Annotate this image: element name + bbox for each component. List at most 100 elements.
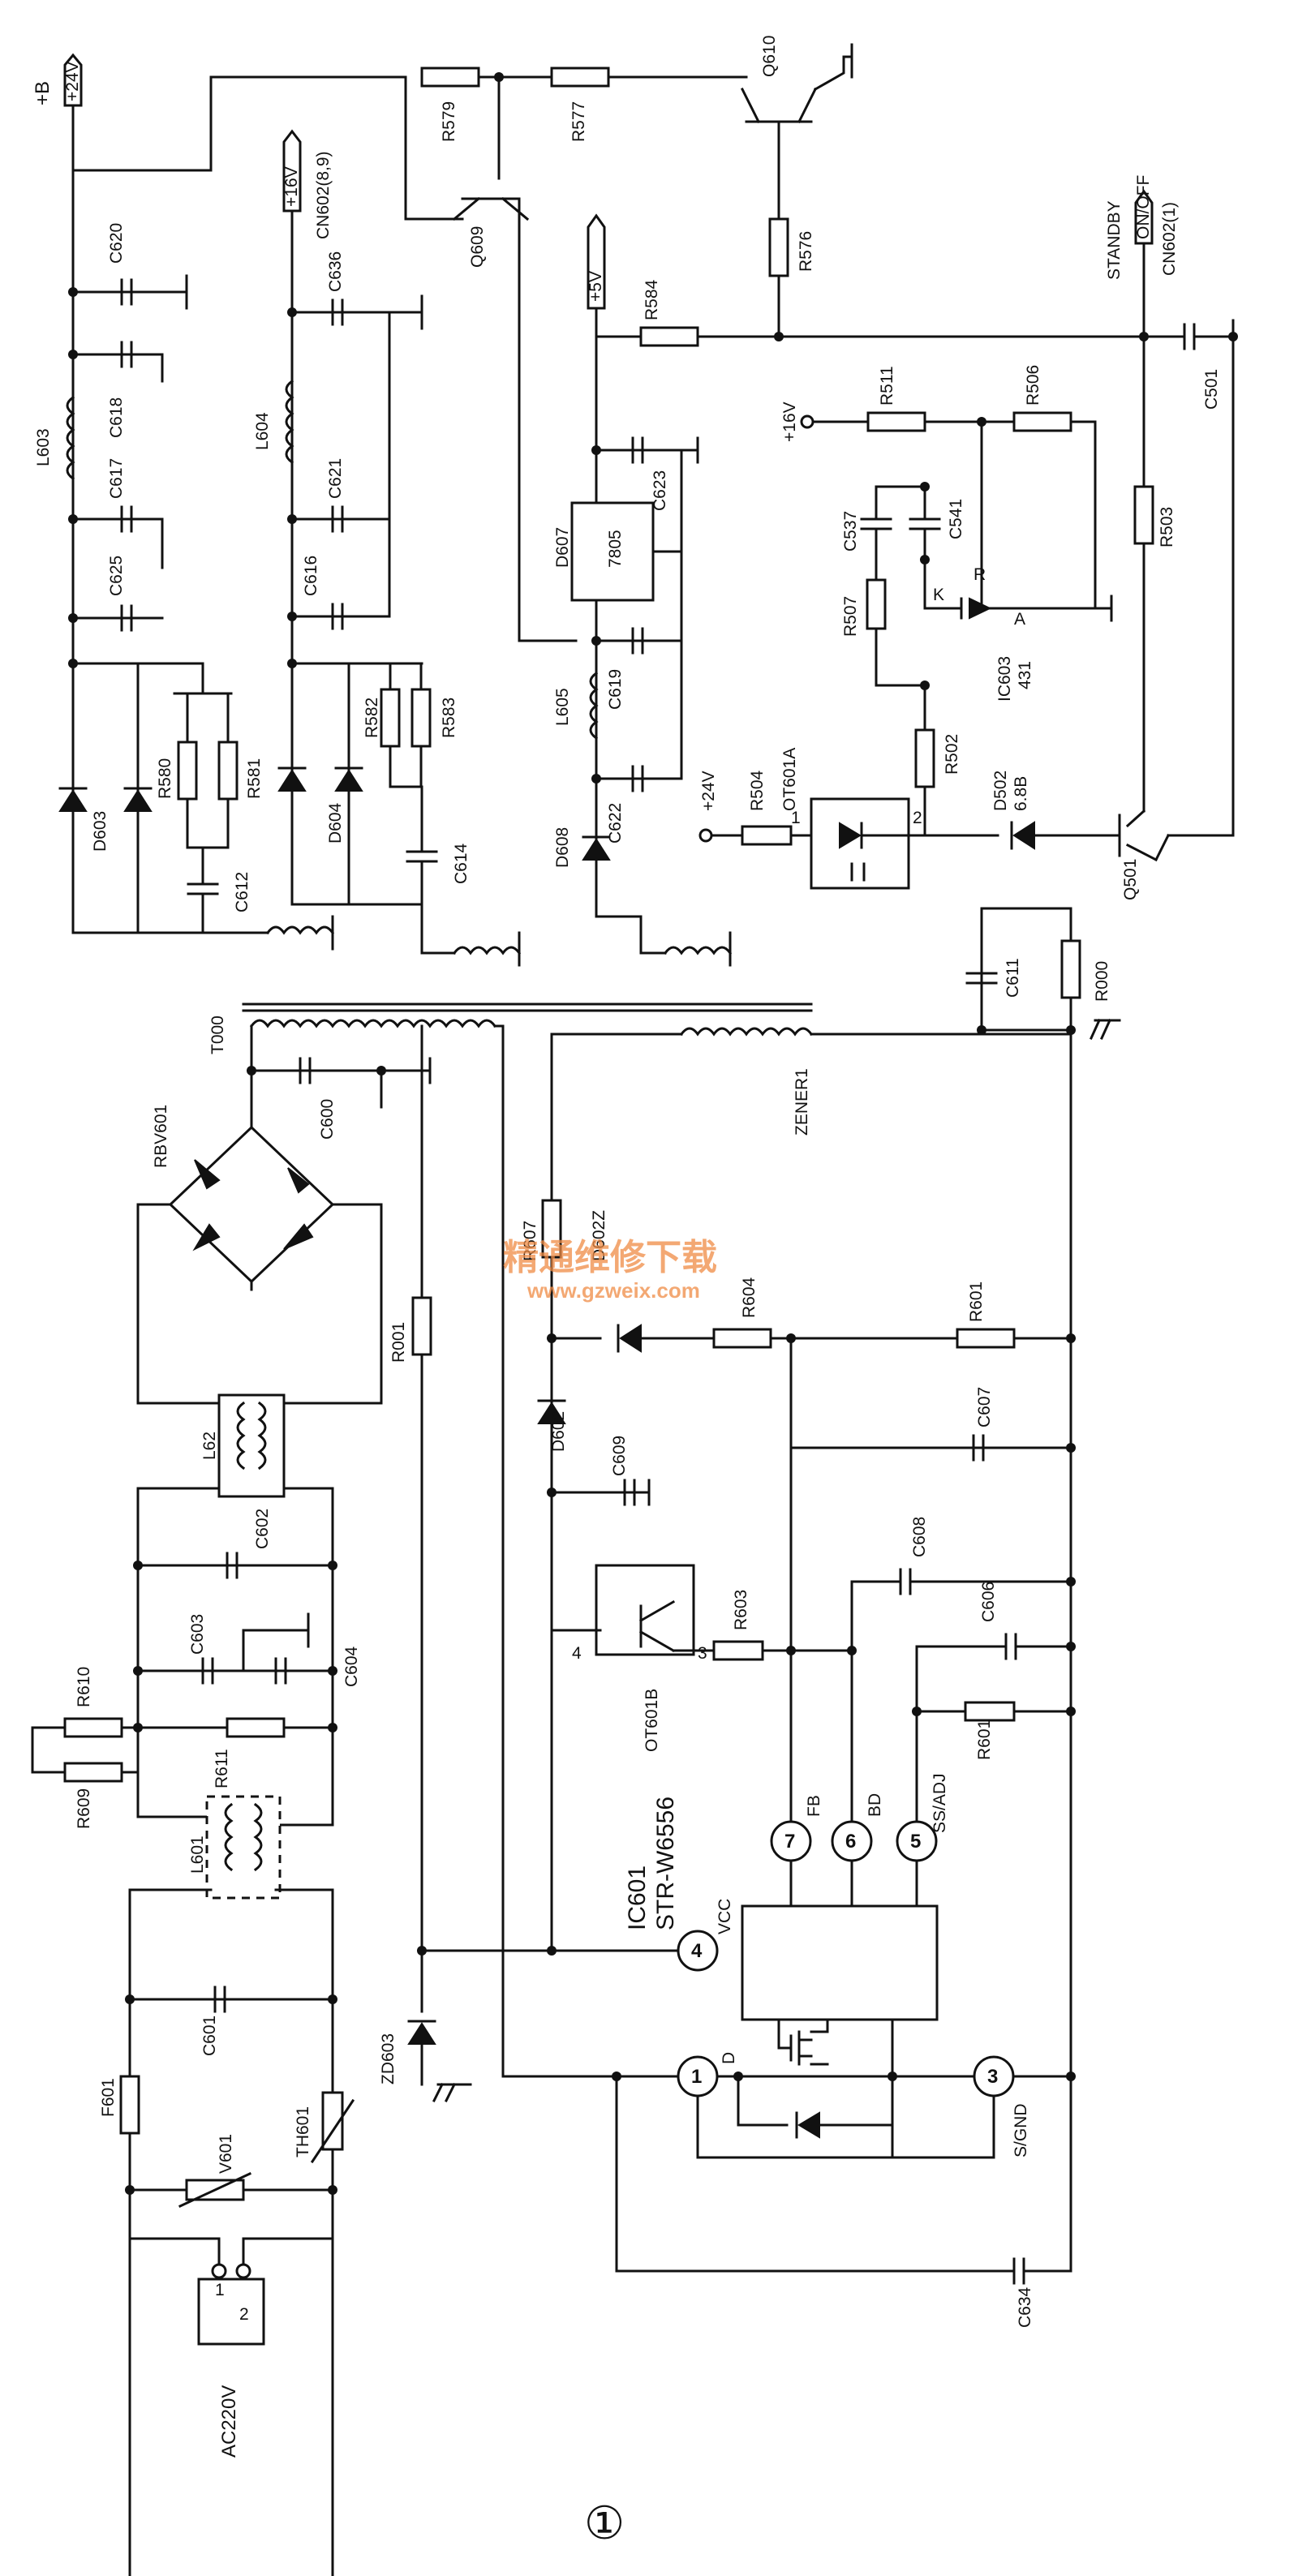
pin-3-label: 3 <box>987 2066 998 2088</box>
label-plus24v: +24V <box>699 771 718 811</box>
ref-c607: C607 <box>975 1387 994 1428</box>
pin-7-label: 7 <box>784 1831 795 1853</box>
ref-l603: L603 <box>34 428 53 466</box>
label-24v-flag: +24V <box>63 61 82 101</box>
resistor-r582 <box>380 688 401 748</box>
ref-c601: C601 <box>200 2016 219 2056</box>
ref-c623: C623 <box>651 470 669 511</box>
pin-6-label: 6 <box>845 1831 856 1853</box>
ref-r000: R000 <box>1093 961 1111 1002</box>
resistor-r603 <box>712 1640 764 1661</box>
resistor-r576 <box>768 217 789 277</box>
ref-q609: Q609 <box>468 226 487 268</box>
ref-c600: C600 <box>318 1099 337 1140</box>
ref-f601: F601 <box>99 2078 118 2117</box>
pin-r: R <box>974 565 986 584</box>
pin-a: A <box>1014 610 1025 629</box>
choke-l62 <box>217 1393 286 1498</box>
ref-c617: C617 <box>107 458 126 499</box>
ref-c621: C621 <box>326 458 345 499</box>
resistor-r610 <box>63 1717 123 1738</box>
ac-pin-1: 1 <box>215 2281 225 2299</box>
ref-c614: C614 <box>452 843 471 884</box>
standby-control <box>698 189 1238 1040</box>
label-plus-b: +B <box>32 81 54 105</box>
ref-rbv601: RBV601 <box>152 1105 170 1168</box>
zener-d502 <box>1012 821 1035 850</box>
resistor-r601a <box>956 1328 1016 1349</box>
feedback-winding <box>679 1027 814 1037</box>
pin-5-label: 5 <box>910 1831 921 1853</box>
label-ic601: IC601 <box>624 1865 651 1930</box>
diode-d603 <box>58 789 88 812</box>
resistor-r581 <box>217 741 239 801</box>
optocoupler-ot601a <box>810 797 910 890</box>
label-cn602-1: CN602(1) <box>1160 202 1179 276</box>
pin-bd: BD <box>866 1793 884 1817</box>
rail-24v <box>58 53 407 951</box>
ref-r506: R506 <box>1024 365 1042 406</box>
switch-q609-q610 <box>404 43 853 642</box>
labels-layer: +B +24V +16V CN602(8,9) +5V STANDBY ON/O… <box>32 36 1221 2550</box>
ref-r577: R577 <box>569 101 588 142</box>
pin-1-label: 1 <box>691 2066 702 2088</box>
ref-d602: D602 <box>549 1411 568 1452</box>
label-standby: STANDBY <box>1105 200 1124 280</box>
shunt-ic603 <box>969 597 992 620</box>
label-cn602-89: CN602(8,9) <box>314 151 333 239</box>
ref-d604: D604 <box>326 802 345 844</box>
fuse-f601 <box>119 2075 140 2135</box>
winding-5v <box>663 946 733 955</box>
ref-d603: D603 <box>91 811 110 852</box>
rail-5v <box>570 213 1149 967</box>
ref-c625: C625 <box>107 556 126 596</box>
flag-16v <box>282 129 302 213</box>
flag-5v <box>587 213 606 310</box>
ref-r507: R507 <box>841 596 860 637</box>
label-16v-flag: +16V <box>282 166 301 207</box>
ref-r583: R583 <box>440 698 458 738</box>
ref-c634: C634 <box>1016 2286 1034 2328</box>
pin-vcc: VCC <box>716 1899 734 1934</box>
label-plus16v: +16V <box>780 401 799 442</box>
ref-th601: TH601 <box>294 2106 312 2157</box>
winding-16v <box>452 946 522 955</box>
ref-d608: D608 <box>553 827 572 868</box>
ac-pin-2: 2 <box>239 2305 249 2324</box>
ref-ic603: IC603 <box>995 656 1014 702</box>
ref-r582: R582 <box>363 698 381 738</box>
ref-c636: C636 <box>326 251 345 292</box>
resistor-r507 <box>866 578 887 630</box>
resistor-r584 <box>639 326 699 347</box>
pin-k: K <box>933 586 944 604</box>
ref-l601: L601 <box>188 1835 207 1874</box>
ref-c604: C604 <box>342 1646 361 1687</box>
oc-b-pin3: 3 <box>698 1644 707 1663</box>
winding-24v <box>265 925 335 935</box>
diode-d604a <box>277 769 307 792</box>
ref-r601a: R601 <box>967 1282 986 1322</box>
ref-t000: T000 <box>208 1015 227 1054</box>
input-stage <box>119 1795 355 2576</box>
ref-c622: C622 <box>606 803 625 844</box>
flag-24v <box>63 53 83 107</box>
ref-r604: R604 <box>740 1277 759 1318</box>
ref-r511: R511 <box>878 366 896 406</box>
ref-d502: D502 <box>991 771 1010 811</box>
diode-d608 <box>582 838 611 861</box>
ref-c611: C611 <box>1004 958 1022 998</box>
ref-r610: R610 <box>75 1667 93 1707</box>
label-ic-part: STR-W6556 <box>652 1797 679 1930</box>
oc-a-pin1: 1 <box>791 809 801 827</box>
ref-c603: C603 <box>188 1614 207 1655</box>
ref-q610: Q610 <box>760 36 779 77</box>
ref-c620: C620 <box>107 223 126 264</box>
oc-a-pin2: 2 <box>913 809 922 827</box>
pin-ss-adj: SS/ADJ <box>931 1773 949 1833</box>
pin-fb: FB <box>805 1795 823 1817</box>
resistor-r503 <box>1133 485 1154 545</box>
label-431: 431 <box>1016 661 1034 689</box>
ref-q501: Q501 <box>1121 859 1140 900</box>
inductor-l604 <box>285 379 294 465</box>
